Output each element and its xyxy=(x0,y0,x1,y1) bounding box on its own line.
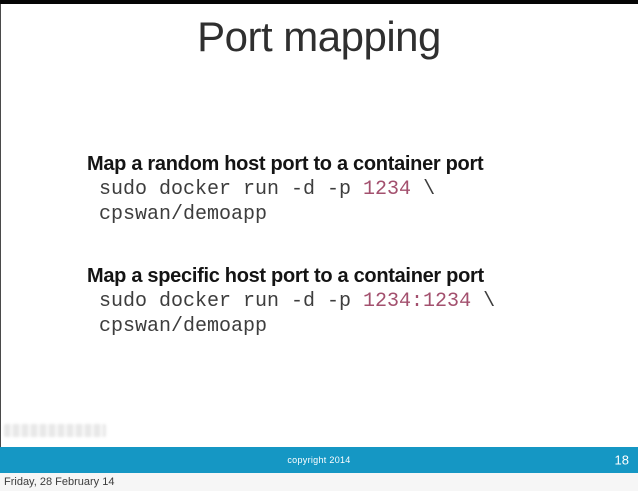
slide-title: Port mapping xyxy=(197,13,441,60)
slide-body: Map a random host port to a container po… xyxy=(87,151,495,375)
section-specific-port: Map a specific host port to a container … xyxy=(87,263,495,339)
code-line: cpswan/demoapp xyxy=(87,314,495,339)
section-heading: Map a random host port to a container po… xyxy=(87,153,484,175)
export-status-strip: Friday, 28 February 14 xyxy=(0,473,638,491)
code-text: \ xyxy=(471,290,496,313)
section-heading: Map a specific host port to a container … xyxy=(87,265,484,287)
page-number: 18 xyxy=(614,452,629,468)
export-date-text: Friday, 28 February 14 xyxy=(4,476,115,488)
code-text: cpswan/demoapp xyxy=(99,203,268,226)
code-text: \ xyxy=(411,178,436,201)
code-line: sudo docker run -d -p 1234:1234 \ xyxy=(87,289,495,314)
code-line: sudo docker run -d -p 1234 \ xyxy=(87,177,495,202)
section-random-port: Map a random host port to a container po… xyxy=(87,151,495,227)
slide-canvas: Port mapping Map a random host port to a… xyxy=(0,4,637,447)
code-port-highlight: 1234 xyxy=(363,178,412,201)
top-black-edge xyxy=(0,0,638,4)
slide-footer-bar: copyright 2014 18 xyxy=(0,447,638,473)
copyright-text: copyright 2014 xyxy=(287,455,351,465)
code-text: sudo docker run -d -p xyxy=(99,178,364,201)
code-port-highlight: 1234:1234 xyxy=(363,290,472,313)
code-text: cpswan/demoapp xyxy=(99,315,268,338)
faint-watermark xyxy=(4,424,106,437)
code-text: sudo docker run -d -p xyxy=(99,290,364,313)
code-line: cpswan/demoapp xyxy=(87,202,495,227)
